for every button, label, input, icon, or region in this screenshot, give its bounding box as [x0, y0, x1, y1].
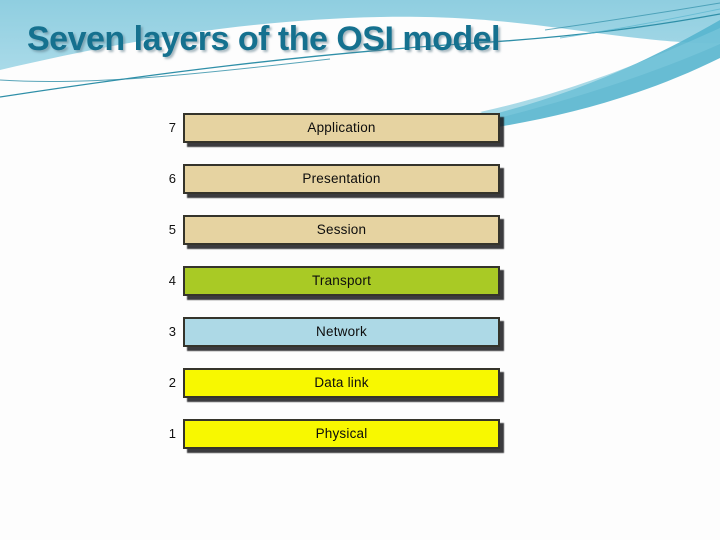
layer-box-application: Application — [183, 113, 500, 143]
layer-row: 3 Network — [0, 317, 720, 347]
page-title: Seven layers of the OSI model — [27, 20, 501, 58]
layer-number: 6 — [168, 171, 176, 186]
layer-row: 6 Presentation — [0, 164, 720, 194]
layer-row: 2 Data link — [0, 368, 720, 398]
layer-label: Network — [316, 324, 367, 339]
layer-box-session: Session — [183, 215, 500, 245]
layer-label: Data link — [314, 375, 369, 390]
layer-row: 1 Physical — [0, 419, 720, 449]
corner-line-2 — [559, 8, 720, 39]
layer-number: 4 — [168, 273, 176, 288]
layer-box-data-link: Data link — [183, 368, 500, 398]
layer-label: Application — [307, 120, 376, 135]
layer-label: Presentation — [302, 171, 381, 186]
layer-number: 2 — [168, 375, 176, 390]
layer-label: Transport — [311, 273, 372, 288]
layer-row: 5 Session — [0, 215, 720, 245]
layer-number: 7 — [168, 120, 176, 135]
layer-box-physical: Physical — [183, 419, 500, 449]
layer-box-network: Network — [183, 317, 500, 347]
layer-row: 7 Application — [0, 113, 720, 143]
layer-number: 3 — [168, 324, 176, 339]
layer-box-transport: Transport — [183, 266, 500, 296]
layer-box-presentation: Presentation — [183, 164, 500, 194]
layer-label: Physical — [315, 426, 368, 441]
layer-number: 1 — [168, 426, 176, 441]
layer-number: 5 — [168, 222, 176, 237]
layer-row: 4 Transport — [0, 266, 720, 296]
corner-line-1 — [544, 2, 720, 31]
layer-label: Session — [316, 222, 367, 237]
teal-wave-band-light — [480, 28, 720, 119]
wave-line-short — [0, 58, 331, 83]
